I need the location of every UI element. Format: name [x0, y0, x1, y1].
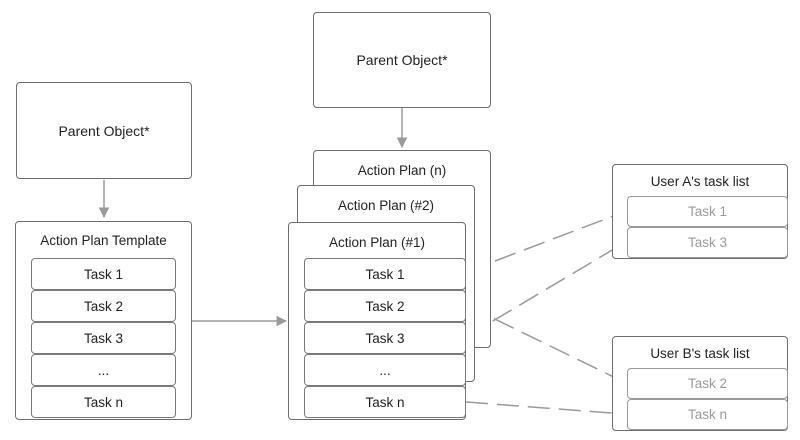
dashed-taskn-to-userB	[465, 401, 626, 419]
parent-object-middle-label: Parent Object*	[356, 52, 448, 68]
user-a-task-list: User A's task list Task 1 Task 3	[612, 164, 788, 259]
user-a-task: Task 3	[627, 227, 788, 258]
template-task: ...	[31, 354, 176, 386]
plan-task: Task 3	[304, 322, 466, 354]
action-plan-1-title: Action Plan (#1)	[328, 235, 426, 250]
action-plan-template: Action Plan Template Task 1 Task 2 Task …	[15, 221, 192, 420]
template-task: Task 1	[31, 258, 176, 290]
action-plan-n-title: Action Plan (n)	[357, 163, 447, 178]
user-b-task: Task 2	[627, 368, 788, 399]
user-b-task: Task n	[627, 399, 788, 430]
plan-task: Task n	[304, 386, 466, 418]
parent-object-middle: Parent Object*	[313, 12, 491, 108]
template-task: Task 3	[31, 322, 176, 354]
plan-task: ...	[304, 354, 466, 386]
user-a-task-list-title: User A's task list	[650, 174, 750, 189]
template-task: Task 2	[31, 290, 176, 322]
user-b-task-list: User B's task list Task 2 Task n	[612, 336, 788, 431]
action-plan-1: Action Plan (#1) Task 1 Task 2 Task 3 ..…	[288, 222, 466, 420]
action-plan-2-title: Action Plan (#2)	[337, 198, 435, 213]
user-a-task: Task 1	[627, 196, 788, 227]
template-task: Task n	[31, 386, 176, 418]
action-plan-template-title: Action Plan Template	[40, 233, 167, 248]
plan-task: Task 1	[304, 258, 466, 290]
dashed-task1-to-userA	[465, 210, 625, 273]
parent-object-left-label: Parent Object*	[58, 122, 150, 139]
user-b-task-list-title: User B's task list	[650, 346, 750, 361]
plan-task: Task 2	[304, 290, 466, 322]
parent-object-left: Parent Object*	[16, 82, 192, 179]
